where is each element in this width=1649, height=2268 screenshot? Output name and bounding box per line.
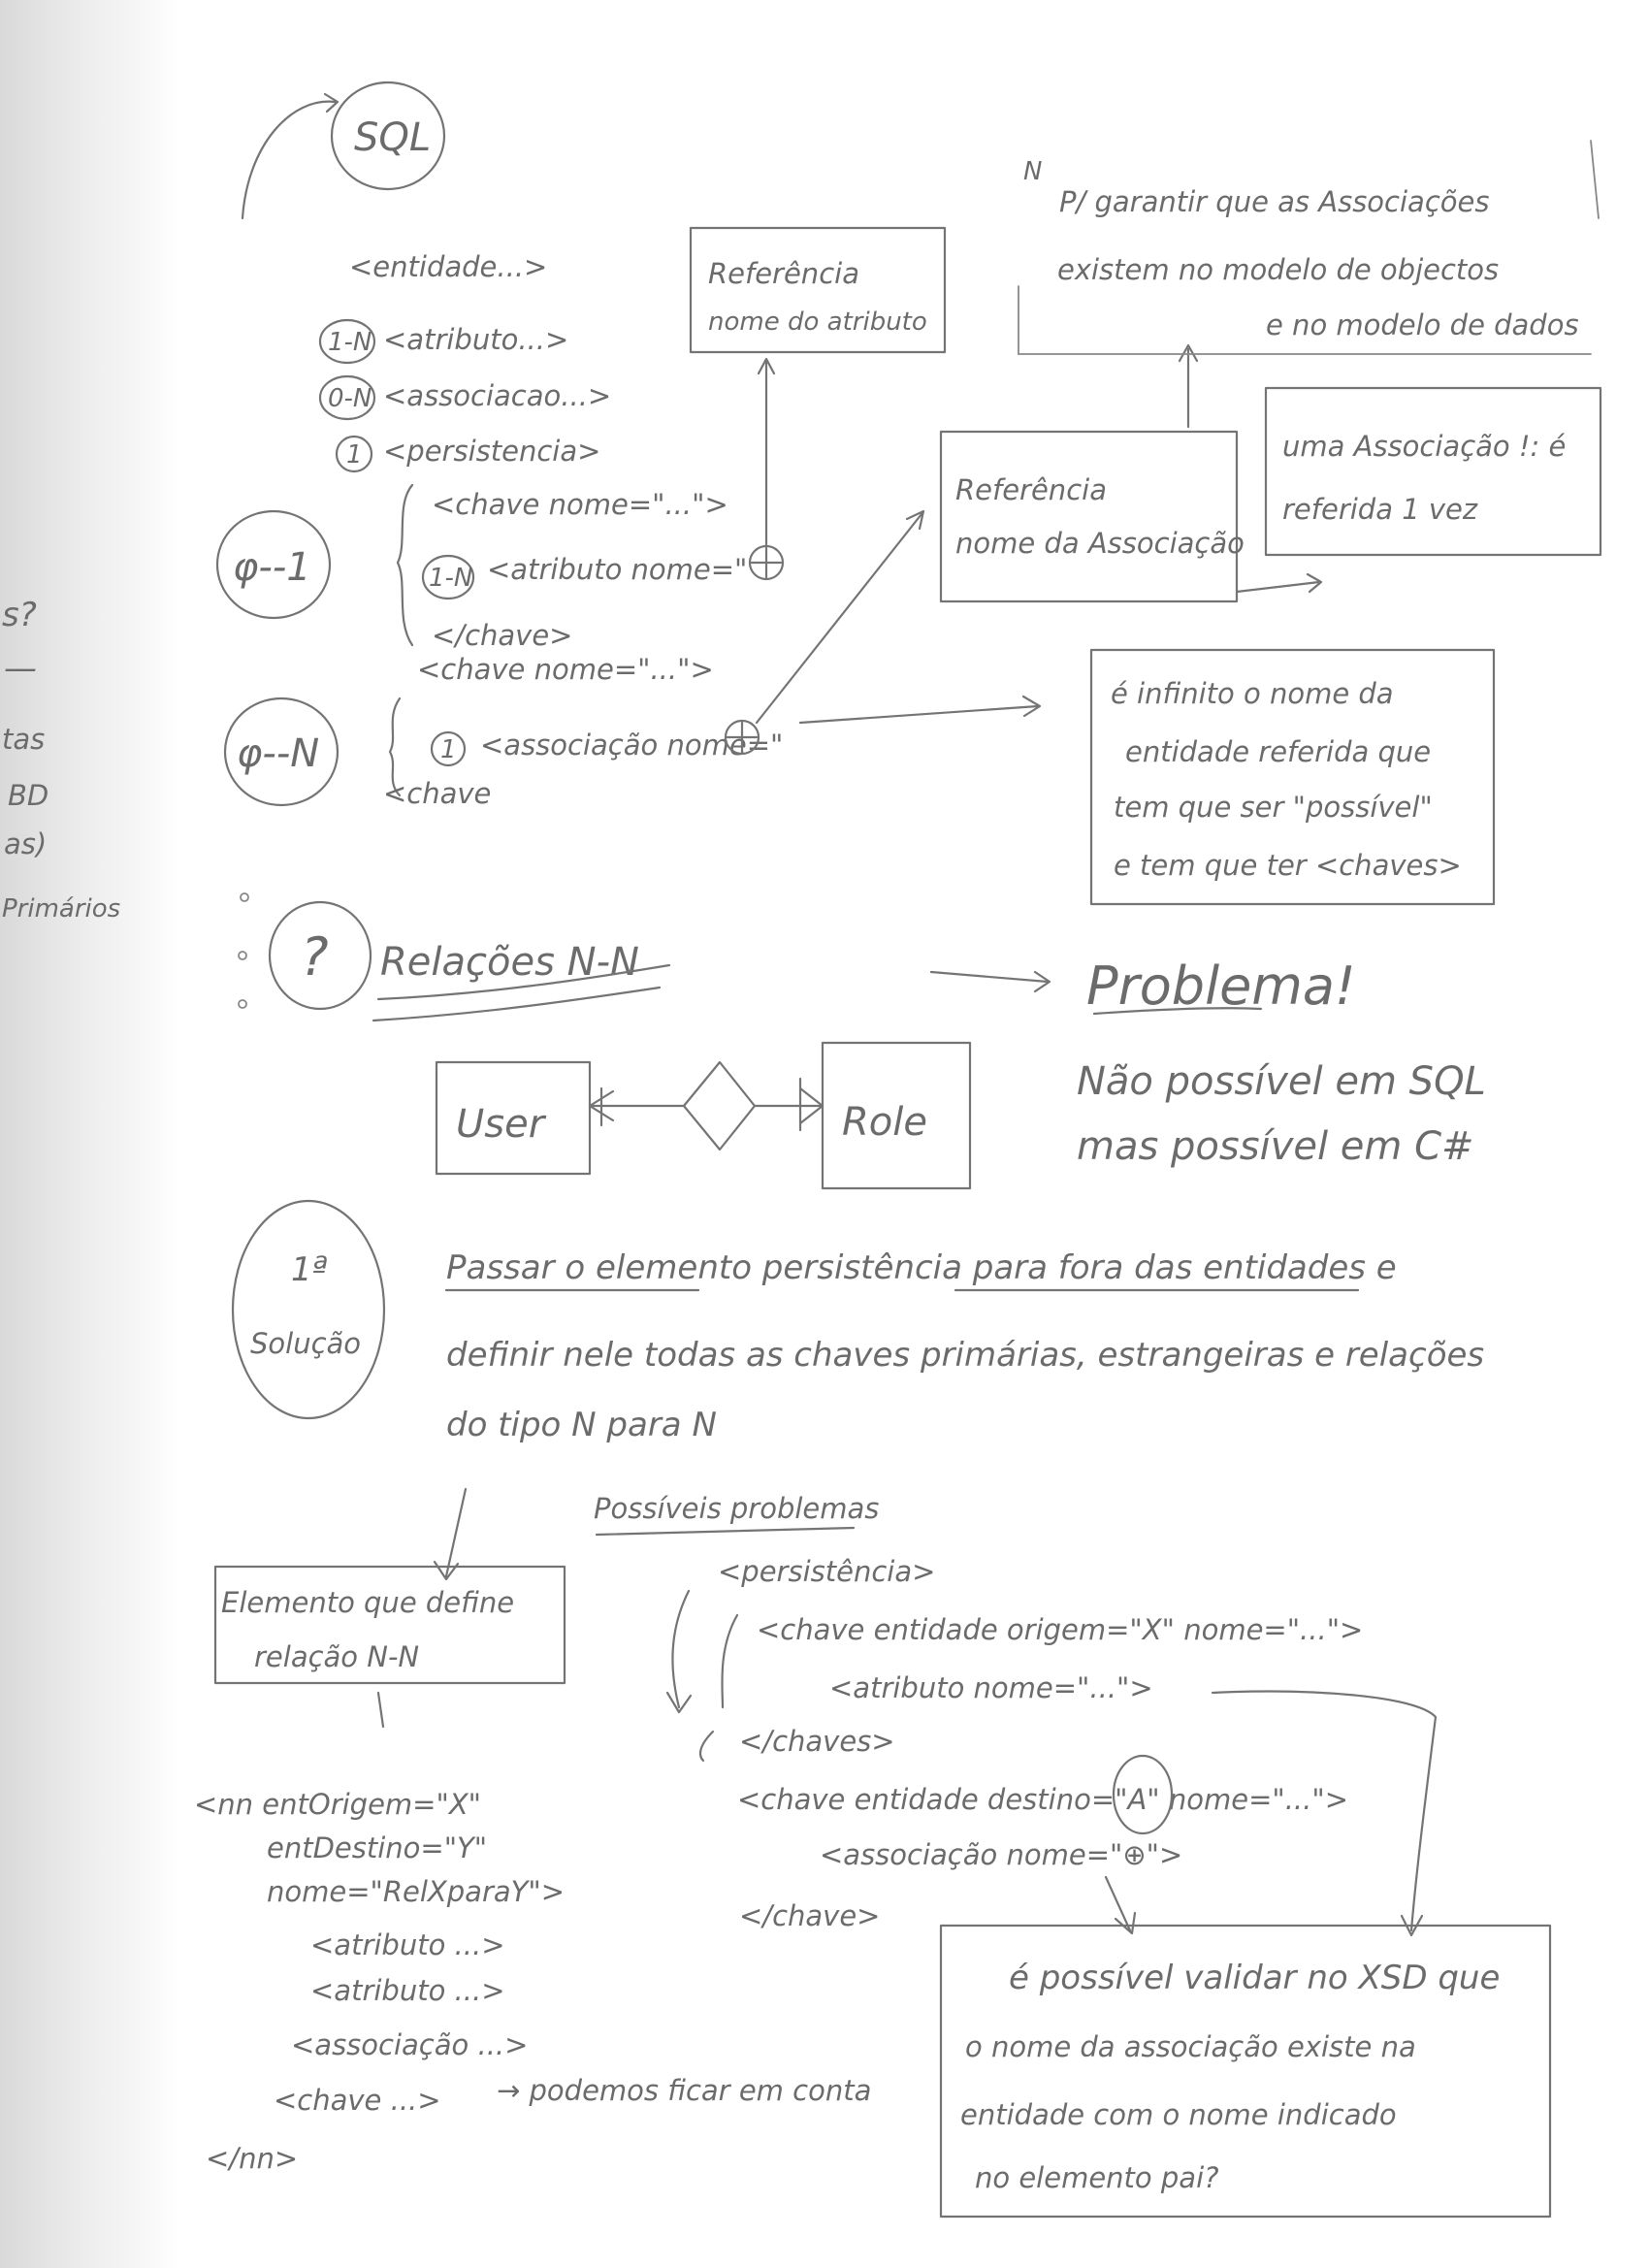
badge-0n: 0-N	[328, 384, 372, 413]
persistencia-block-2: <chave entidade origem="X" nome="...">	[757, 1613, 1363, 1646]
margin-notes: s? — tas BD as) Primários	[2, 596, 120, 923]
sql-heading: SQL	[241, 81, 446, 220]
page-left-edge-shadow	[0, 0, 179, 2268]
validar-line1: é possível validar no XSD que	[1009, 1959, 1500, 1997]
question-relacoes: ? Relações N-N Problema! Não possível em…	[238, 892, 1486, 1169]
chave-nome2-line: <chave nome="...">	[417, 653, 714, 686]
margin-text-5: as)	[4, 827, 47, 860]
solucao-line2: definir nele todas as chaves primárias, …	[446, 1336, 1484, 1375]
persistencia-block-7: </chave>	[739, 1899, 880, 1932]
margin-text-3: tas	[2, 723, 45, 756]
nn-block-7: <chave ...>	[274, 2084, 441, 2117]
nn-block-2: entDestino="Y"	[267, 1831, 487, 1864]
badge-1-2: 1	[440, 735, 457, 764]
atributo-line: <atributo...>	[383, 323, 568, 356]
elemento-line2: relação N-N	[254, 1640, 419, 1673]
persistencia-block: <persistência> <chave entidade origem="X…	[665, 1555, 1438, 1937]
rel-1-label: φ--1	[233, 545, 311, 590]
note-line3: e no modelo de dados	[1266, 308, 1579, 341]
nn-block-4: <atributo ...>	[310, 1928, 505, 1961]
entity-list: <entidade...> 1-N <atributo...> 0-N <ass…	[318, 250, 611, 473]
ref-assoc-line2: nome da Associação	[955, 527, 1245, 560]
sql-label: SQL	[354, 115, 431, 160]
persistencia-block-5: <chave entidade destino="A" nome="...">	[737, 1783, 1348, 1816]
badge-1n-2: 1-N	[429, 564, 472, 593]
er-diagram: User Role	[435, 1041, 972, 1190]
infinito-line2: entidade referida que	[1125, 735, 1431, 768]
validar-line4: no elemento pai?	[975, 2161, 1219, 2194]
infinito-line4: e tem que ter <chaves>	[1114, 849, 1462, 882]
note-caret: N	[1023, 157, 1042, 186]
solucao-block: 1ª Solução Passar o elemento persistênci…	[231, 1199, 1484, 1581]
nn-block-6: <associação ...>	[291, 2028, 528, 2061]
margin-text-6: Primários	[2, 894, 120, 923]
nn-block-1: <nn entOrigem="X"	[194, 1788, 481, 1821]
solucao-label: Solução	[250, 1327, 361, 1360]
solucao-line3: do tipo N para N	[446, 1406, 717, 1444]
possiveis-problemas: Possíveis problemas	[594, 1492, 879, 1525]
nn-block: <nn entOrigem="X" entDestino="Y" nome="R…	[194, 1788, 871, 2175]
box-elemento-nn: Elemento que define relação N-N	[213, 1565, 566, 1729]
question-mark: ?	[301, 926, 329, 988]
close-chave-line: </chave>	[432, 619, 572, 652]
rel-n-label: φ--N	[237, 731, 319, 776]
persistencia-block-6: <associação nome="⊕">	[820, 1838, 1182, 1871]
associacao-nome-line: <associação nome="	[480, 729, 783, 761]
margin-text-4: BD	[8, 779, 48, 812]
relation-many-block: φ--N <chave nome="..."> 1 <associação no…	[223, 509, 1042, 810]
persistencia-line: <persistencia>	[383, 435, 600, 468]
relacoes-nn-label: Relações N-N	[380, 940, 639, 985]
infinito-line1: é infinito o nome da	[1111, 677, 1394, 710]
box-referencia-atributo: Referência nome do atributo	[689, 226, 947, 354]
elemento-line1: Elemento que define	[221, 1586, 514, 1619]
diagram-role: Role	[842, 1100, 927, 1145]
ref-atrib-line2: nome do atributo	[708, 308, 927, 337]
problema-label: Problema!	[1086, 956, 1356, 1017]
persistencia-block-3: <atributo nome="...">	[829, 1671, 1153, 1704]
validar-line3: entidade com o nome indicado	[960, 2098, 1397, 2131]
persistencia-block-1: <persistência>	[718, 1555, 935, 1588]
nn-block-3: nome="RelXparaY">	[267, 1875, 565, 1908]
solucao-num: 1ª	[291, 1250, 328, 1289]
margin-text-2: —	[4, 649, 37, 688]
uma-assoc-line2: referida 1 vez	[1282, 493, 1478, 526]
note-guarantee: N P/ garantir que as Associações existem…	[1018, 140, 1600, 355]
atributo-nome-line: <atributo nome="	[487, 553, 747, 586]
nn-block-5: <atributo ...>	[310, 1974, 505, 2007]
badge-1: 1	[346, 440, 363, 470]
nn-block-8: </nn>	[206, 2142, 298, 2175]
chave-end-line: <chave	[383, 777, 491, 810]
validar-line2: o nome da associação existe na	[965, 2030, 1416, 2063]
nao-possivel-line2: mas possível em C#	[1077, 1124, 1474, 1169]
box-infinito: é infinito o nome da entidade referida q…	[1089, 648, 1496, 906]
solucao-line1: Passar o elemento persistência para fora…	[446, 1248, 1397, 1287]
nao-possivel-line1: Não possível em SQL	[1077, 1059, 1486, 1104]
chave-nome-line: <chave nome="...">	[432, 488, 728, 521]
note-line2: existem no modelo de objectos	[1057, 253, 1499, 286]
margin-text-1: s?	[2, 596, 37, 634]
badge-1n: 1-N	[328, 328, 372, 357]
entidade-line: <entidade...>	[349, 250, 547, 283]
uma-assoc-line1: uma Associação !: é	[1282, 430, 1566, 463]
box-uma-associacao: uma Associação !: é referida 1 vez	[1264, 386, 1602, 557]
relation-one-block: φ--1 <chave nome="..."> 1-N <atributo no…	[215, 357, 785, 652]
chave-note: → podemos ficar em conta	[497, 2074, 871, 2107]
box-referencia-associacao: Referência nome da Associação	[939, 343, 1323, 603]
ref-assoc-line1: Referência	[955, 473, 1107, 506]
persistencia-block-4: </chaves>	[739, 1725, 895, 1758]
associacao-line: <associacao...>	[383, 379, 611, 412]
ref-atrib-line1: Referência	[708, 257, 859, 290]
infinito-line3: tem que ser "possível"	[1114, 791, 1433, 824]
note-line1: P/ garantir que as Associações	[1059, 185, 1489, 218]
diagram-user: User	[456, 1102, 547, 1147]
box-validar-xsd: é possível validar no XSD que o nome da …	[939, 1924, 1552, 2219]
